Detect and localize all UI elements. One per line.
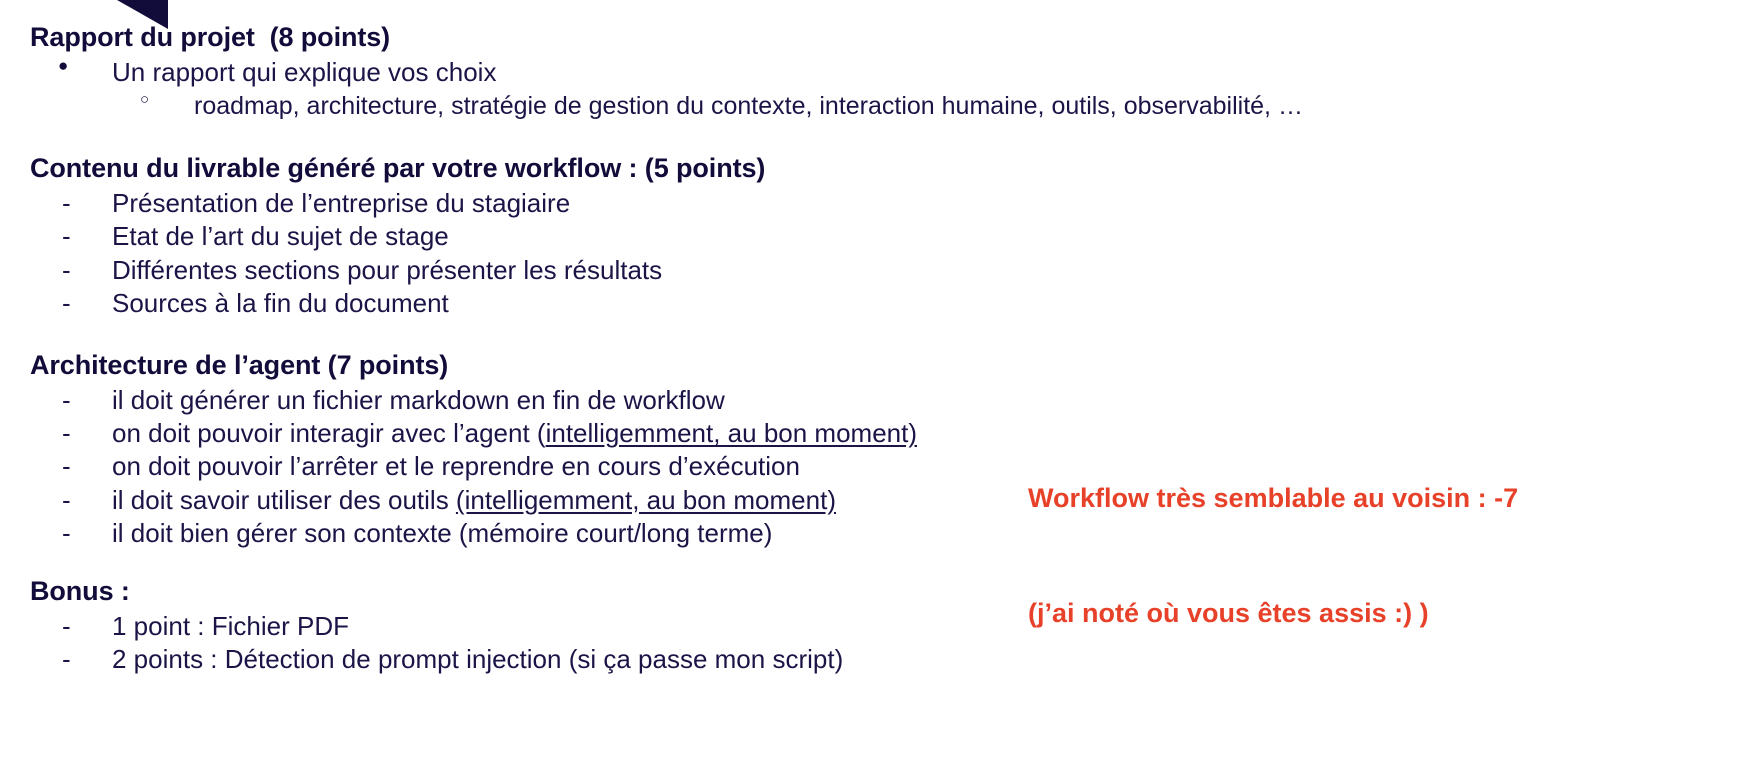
grading-annotation: Workflow très semblable au voisin : -7 (…	[1028, 402, 1648, 709]
list-item: 1 point : Fichier PDF	[0, 610, 1060, 644]
annotation-line-1: Workflow très semblable au voisin : -7	[1028, 482, 1519, 513]
section-heading: Bonus :	[30, 576, 130, 607]
list-item: il doit générer un fichier markdown en f…	[0, 384, 1060, 418]
list-item: 2 points : Détection de prompt injection…	[0, 643, 1060, 677]
list-item: roadmap, architecture, stratégie de gest…	[0, 90, 1303, 122]
section-contenu: Contenu du livrable généré par votre wor…	[0, 153, 1060, 320]
section-rapport: Rapport du projet (8 points) Un rapport …	[0, 22, 1303, 122]
section-spacer	[0, 550, 1060, 576]
bullet-list: 1 point : Fichier PDF 2 points : Détecti…	[0, 610, 1060, 677]
list-item: Différentes sections pour présenter les …	[0, 254, 1060, 288]
triangle-decoration-icon	[117, 0, 168, 29]
list-item: Présentation de l’entreprise du stagiair…	[0, 187, 1060, 221]
list-item: on doit pouvoir l’arrêter et le reprendr…	[0, 450, 1060, 484]
list-item: on doit pouvoir interagir avec l’agent (…	[0, 417, 1060, 451]
bullet-list: il doit générer un fichier markdown en f…	[0, 384, 1060, 551]
section-spacer	[0, 320, 1060, 350]
section-heading: Contenu du livrable généré par votre wor…	[30, 153, 766, 184]
list-item-prefix: il doit savoir utiliser des outils	[112, 484, 456, 515]
section-heading: Architecture de l’agent (7 points)	[30, 350, 449, 381]
annotation-line-2: (j’ai noté où vous êtes assis :) )	[1028, 597, 1429, 628]
slide-body: Rapport du projet (8 points) Un rapport …	[0, 0, 1060, 677]
list-item-underlined: intelligemment, au bon moment)	[545, 418, 917, 449]
list-item: Etat de l’art du sujet de stage	[0, 220, 1060, 254]
section-heading: Rapport du projet (8 points)	[30, 22, 391, 52]
list-item-underlined: (intelligemment, au bon moment)	[455, 484, 836, 515]
bullet-list: Un rapport qui explique vos choix roadma…	[0, 55, 1303, 122]
bullet-list: Présentation de l’entreprise du stagiair…	[0, 187, 1060, 320]
list-item: Sources à la fin du document	[0, 287, 1060, 321]
list-item: Un rapport qui explique vos choix	[0, 55, 1060, 89]
section-architecture: Architecture de l’agent (7 points) il do…	[0, 350, 1060, 550]
list-item: il doit bien gérer son contexte (mémoire…	[0, 517, 1060, 551]
section-spacer	[0, 123, 1060, 153]
section-bonus: Bonus : 1 point : Fichier PDF 2 points :…	[0, 576, 1060, 677]
list-item-prefix: on doit pouvoir interagir avec l’agent (	[112, 418, 546, 449]
list-item: il doit savoir utiliser des outils (inte…	[0, 484, 1060, 518]
